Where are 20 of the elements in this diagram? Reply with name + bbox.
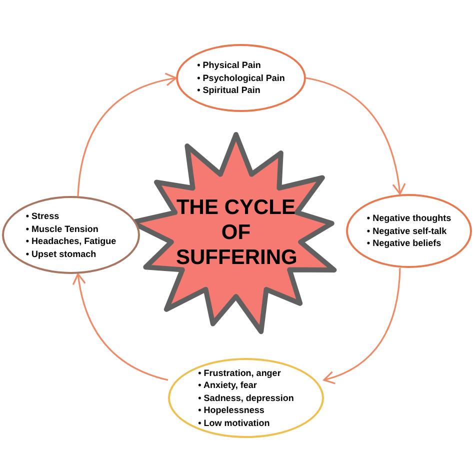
curved-arrow <box>77 73 177 196</box>
curved-arrow <box>323 268 401 384</box>
bullet-item: • Negative self-talk <box>366 224 447 238</box>
bullet-item: • Frustration, anger <box>198 366 281 380</box>
bullet-item: • Anxiety, fear <box>198 379 257 392</box>
bullet-item: • Spiritual Pain <box>197 84 260 97</box>
bullet-item: • Headaches, Fatigue <box>26 235 116 248</box>
bullet-item: • Hopelessness <box>198 404 264 417</box>
bullet-item: • Muscle Tension <box>26 222 98 235</box>
center-title: THE CYCLE OF SUFFERING <box>176 195 296 270</box>
bullet-item: • Sadness, depression <box>198 392 294 404</box>
bullet-item: • Psychological Pain <box>197 72 285 84</box>
curved-arrow <box>72 273 168 381</box>
bullet-item: • Negative beliefs <box>366 237 442 250</box>
bullet-item: • Stress <box>26 210 60 222</box>
bullet-item: • Upset stomach <box>26 248 96 260</box>
curved-arrow <box>306 77 406 195</box>
bullet-item: • Low motivation <box>198 416 270 430</box>
bullet-item: • Negative thoughts <box>366 212 452 225</box>
bullet-item: • Physical Pain <box>197 59 261 72</box>
